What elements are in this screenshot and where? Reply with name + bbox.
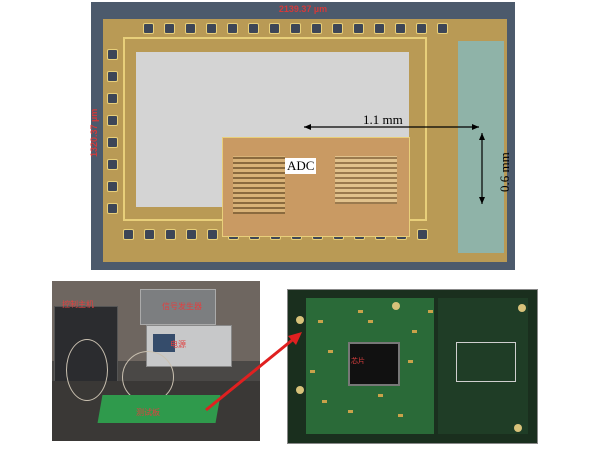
sma-connector xyxy=(296,316,304,324)
board-chip-label: 芯片 xyxy=(351,358,365,365)
bond-pad xyxy=(165,229,176,240)
signal-generator xyxy=(140,289,216,325)
cable xyxy=(66,339,108,401)
bond-pad xyxy=(332,23,343,34)
bond-pad xyxy=(437,23,448,34)
arrowhead-top xyxy=(479,133,485,140)
smd-component xyxy=(310,370,315,373)
bench-label-source: 信号发生器 xyxy=(162,302,202,311)
bench-label-power: 电源 xyxy=(170,340,186,349)
smd-component xyxy=(378,394,383,397)
smd-component xyxy=(348,410,353,413)
bond-pad xyxy=(353,23,364,34)
smd-component xyxy=(322,400,327,403)
bond-pad xyxy=(107,181,118,192)
bond-pad xyxy=(164,23,175,34)
chip-die xyxy=(103,19,507,262)
bond-pad xyxy=(227,23,238,34)
bond-pad xyxy=(185,23,196,34)
bond-pad xyxy=(107,137,118,148)
bond-pad xyxy=(416,23,427,34)
adc-label: ADC xyxy=(285,158,317,174)
adc-logic-array xyxy=(335,156,397,204)
arrowhead-bottom xyxy=(479,197,485,204)
smd-component xyxy=(408,360,413,363)
bond-pad xyxy=(206,23,217,34)
chip-micrograph: 2139.37 µm 1320.37 µm 1.1 mm 0.6 mm ADC xyxy=(89,2,515,270)
bond-pad xyxy=(123,229,134,240)
bond-pad xyxy=(107,93,118,104)
arrow-shaft xyxy=(205,335,297,412)
bond-pad xyxy=(143,23,154,34)
sma-connector xyxy=(514,424,522,432)
bench-label-board: 测试板 xyxy=(136,408,160,417)
bond-pad xyxy=(395,23,406,34)
bond-pad xyxy=(248,23,259,34)
die-right-strip xyxy=(458,41,504,253)
smd-component xyxy=(358,310,363,313)
smd-component xyxy=(328,350,333,353)
smd-component xyxy=(398,414,403,417)
bench-label-host: 控制主机 xyxy=(62,300,94,309)
bond-pad xyxy=(311,23,322,34)
bond-pad xyxy=(374,23,385,34)
sma-connector xyxy=(296,386,304,394)
bond-pad xyxy=(269,23,280,34)
chip-width-label: 2139.37 µm xyxy=(278,4,328,14)
instrument-screen xyxy=(153,334,175,352)
length-horizontal-label: 1.1 mm xyxy=(363,112,403,127)
bond-pad xyxy=(107,203,118,214)
bond-pad xyxy=(107,159,118,170)
bond-pad xyxy=(290,23,301,34)
smd-component xyxy=(412,330,417,333)
bond-pad xyxy=(107,71,118,82)
bond-pad xyxy=(107,115,118,126)
bond-pad xyxy=(207,229,218,240)
lab-bench-photo: 控制主机 信号发生器 电源 测试板 xyxy=(52,281,260,441)
test-board-photo: 芯片 xyxy=(287,289,538,444)
sma-connector xyxy=(392,302,400,310)
board-silkscreen-outline xyxy=(456,342,516,382)
smd-component xyxy=(318,320,323,323)
smd-component xyxy=(428,310,433,313)
bond-pad xyxy=(417,229,428,240)
arrow-head xyxy=(288,332,302,345)
arrowhead-left xyxy=(304,124,311,130)
bond-pad xyxy=(186,229,197,240)
arrowhead-right xyxy=(472,124,479,130)
dimension-lines xyxy=(304,124,485,204)
smd-component xyxy=(368,320,373,323)
bond-pad xyxy=(144,229,155,240)
bond-pad xyxy=(107,49,118,60)
sma-connector xyxy=(518,304,526,312)
adc-block xyxy=(222,137,410,237)
adc-capacitor-array xyxy=(233,156,285,214)
board-chip xyxy=(348,342,400,386)
board-digital-section xyxy=(438,298,528,434)
